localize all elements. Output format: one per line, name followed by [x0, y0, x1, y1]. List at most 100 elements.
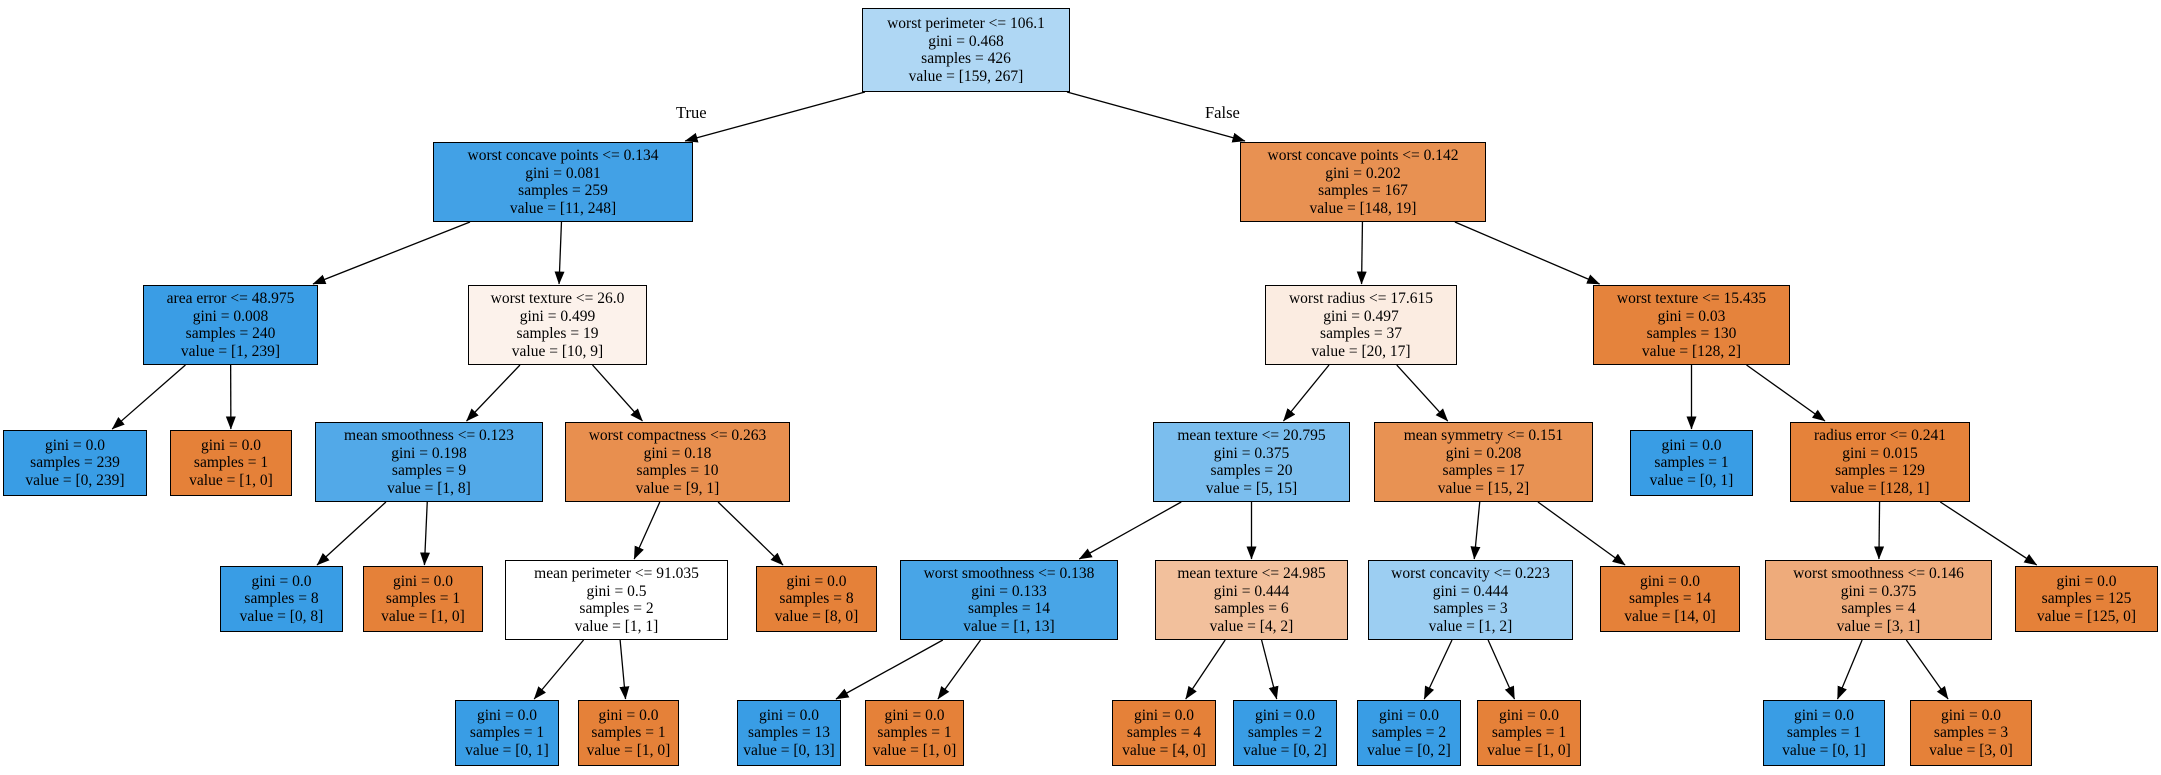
node-text-line: samples = 6 — [1214, 600, 1289, 617]
node-text-line: value = [128, 2] — [1641, 342, 1742, 360]
tree-edge-n9-n16 — [420, 501, 430, 566]
node-text-line: value = [8, 0] — [774, 607, 859, 625]
node-text-line: gini = 0.0 — [393, 572, 453, 590]
node-text-line: samples = 167 — [1318, 182, 1408, 199]
node-text-line: samples = 1 — [591, 724, 666, 742]
node-text-line: samples = 2 — [579, 600, 654, 617]
node-text-line: mean perimeter <= 91.035 — [534, 565, 699, 582]
node-text-line: gini = 0.081 — [525, 164, 601, 182]
tree-edge-n11-n19 — [1078, 501, 1182, 560]
node-text-line: samples = 125 — [2041, 590, 2132, 608]
node-text-line: worst perimeter <= 106.1 — [887, 15, 1045, 32]
node-text-line: gini = 0.133 — [971, 582, 1047, 600]
node-text-line: samples = 17 — [1442, 462, 1525, 479]
node-text-line: value = [1, 1] — [574, 617, 659, 635]
node-text-line: samples = 2 — [1247, 724, 1323, 742]
node-text-line: worst texture <= 15.435 — [1616, 290, 1767, 307]
node-text-line: value = [1, 2] — [1428, 617, 1513, 635]
node-text-line: value = [0, 13] — [743, 741, 835, 759]
node-text-line: value = [15, 2] — [1437, 479, 1530, 497]
node-text-line: value = [10, 9] — [511, 342, 604, 360]
node-text-line: value = [14, 0] — [1624, 607, 1716, 625]
tree-edge-n6-n14 — [1746, 364, 1826, 422]
tree-edge-n19-n27 — [835, 639, 944, 700]
node-text-line: value = [3, 0] — [1929, 741, 2013, 759]
edge-label-false: False — [1205, 103, 1240, 122]
node-text-line: value = [1, 0] — [586, 741, 671, 759]
tree-edge-n4-n10 — [592, 364, 643, 422]
node-text-line: value = [11, 248] — [509, 199, 617, 217]
node-text-line: gini = 0.0 — [2056, 572, 2117, 590]
node-text-line: gini = 0.208 — [1445, 444, 1522, 462]
node-text-line: mean smoothness <= 0.123 — [344, 427, 514, 444]
node-text-line: value = [1, 0] — [872, 741, 957, 759]
node-text-line: value = [0, 2] — [1243, 741, 1327, 759]
node-text-line: gini = 0.0 — [1661, 436, 1722, 454]
node-text-line: value = [128, 1] — [1830, 479, 1930, 497]
node-text-line: value = [1, 0] — [1487, 741, 1571, 759]
node-text-line: worst texture <= 26.0 — [490, 290, 625, 307]
node-text-line: gini = 0.444 — [1213, 582, 1290, 600]
node-text-line: mean texture <= 24.985 — [1177, 565, 1326, 582]
node-text-line: gini = 0.0 — [45, 436, 105, 454]
node-text-line: gini = 0.18 — [643, 444, 712, 462]
node-text-line: value = [4, 2] — [1209, 617, 1294, 635]
edge-label-true: True — [676, 103, 707, 122]
node-text-line: value = [1, 0] — [189, 471, 273, 489]
tree-edge-n12-n22 — [1537, 501, 1626, 566]
tree-edge-n21-n32 — [1487, 639, 1516, 700]
node-text-line: gini = 0.0 — [759, 706, 819, 724]
node-text-line: value = [1, 239] — [180, 342, 281, 360]
node-text-line: samples = 4 — [1126, 724, 1202, 742]
tree-edge-n17-n25 — [533, 639, 585, 700]
node-text-line: gini = 0.202 — [1325, 164, 1401, 182]
node-text-line: samples = 19 — [516, 325, 599, 342]
node-text-line: value = [4, 0] — [1122, 741, 1206, 759]
node-text-line: value = [159, 267] — [908, 67, 1024, 85]
node-text-line: value = [125, 0] — [2036, 607, 2137, 625]
node-text-line: value = [5, 15] — [1205, 479, 1298, 497]
node-text-line: value = [1, 0] — [381, 607, 465, 625]
node-text-line: value = [1, 8] — [387, 479, 471, 497]
node-text-line: value = [148, 19] — [1309, 199, 1417, 217]
node-text-line: gini = 0.499 — [519, 307, 596, 325]
node-text-line: samples = 13 — [748, 724, 830, 742]
node-text-line: samples = 1 — [877, 724, 952, 742]
tree-edge-n2-n6 — [1454, 221, 1601, 285]
node-text-line: samples = 1 — [385, 590, 461, 608]
node-text-line: worst concavity <= 0.223 — [1391, 565, 1550, 582]
tree-edge-n23-n34 — [1905, 639, 1949, 700]
tree-edge-n1-n3 — [312, 221, 471, 285]
tree-edge-n3-n7 — [111, 364, 186, 430]
node-text-line: gini = 0.008 — [192, 307, 269, 325]
tree-edge-n14-n23 — [1874, 501, 1885, 560]
node-text-line: samples = 3 — [1433, 600, 1508, 617]
node-text-line: samples = 426 — [921, 50, 1011, 67]
node-text-line: samples = 8 — [244, 590, 319, 608]
node-text-line: gini = 0.497 — [1323, 307, 1399, 325]
node-text-line: value = [0, 2] — [1367, 741, 1451, 759]
node-text-line: gini = 0.0 — [884, 706, 945, 724]
tree-edge-n2-n5 — [1356, 221, 1367, 285]
node-text-line: samples = 2 — [1371, 724, 1447, 742]
node-text-line: samples = 14 — [968, 600, 1050, 617]
node-text-line: value = [0, 1] — [1782, 741, 1866, 759]
